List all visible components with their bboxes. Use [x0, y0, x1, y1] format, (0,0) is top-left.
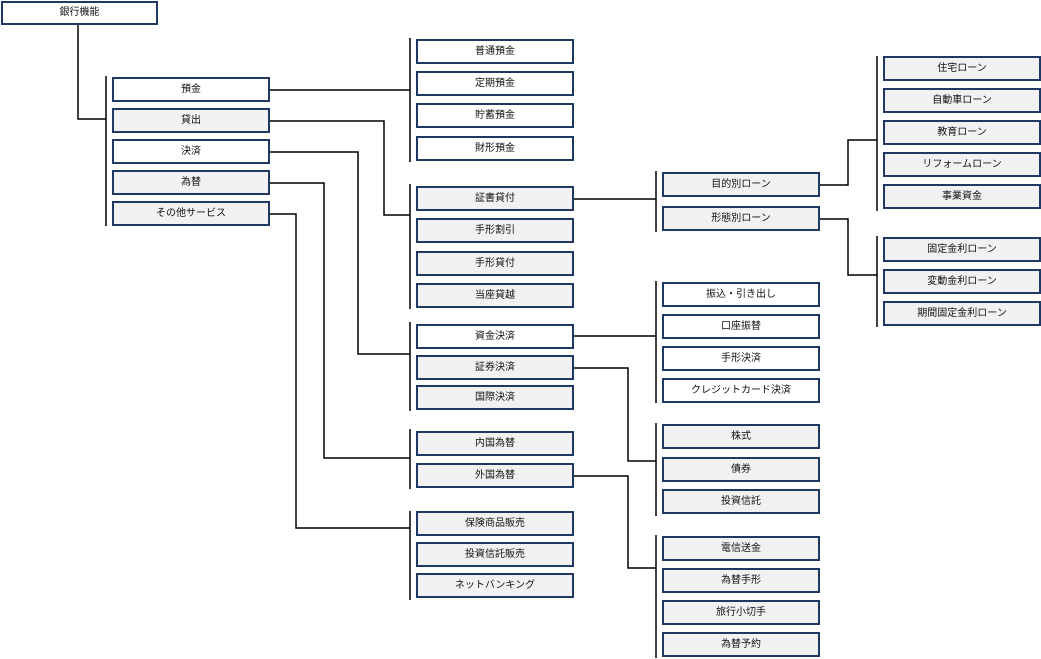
connector-form-loans	[820, 218, 877, 276]
node-exchange: 為替	[112, 170, 270, 195]
node-auto-loan: 自動車ローン	[883, 88, 1041, 113]
node-investment-trust-sales: 投資信託販売	[416, 542, 574, 567]
node-ordinary-deposit: 普通預金	[416, 39, 574, 64]
node-foreign-exchange: 外国為替	[416, 463, 574, 488]
node-domestic-exchange: 内国為替	[416, 431, 574, 456]
node-stocks: 株式	[662, 424, 820, 449]
node-transfer-withdrawal: 振込・引き出し	[662, 282, 820, 307]
node-deed-loan: 証書貸付	[416, 186, 574, 211]
node-bill-settlement: 手形決済	[662, 346, 820, 371]
node-deposit: 預金	[112, 77, 270, 102]
connector-foreign-exchange	[573, 475, 656, 569]
node-travelers-cheque: 旅行小切手	[662, 600, 820, 625]
node-root: 銀行機能	[1, 1, 158, 25]
node-telegraphic-transfer: 電信送金	[662, 536, 820, 561]
node-form-loan: 形態別ローン	[662, 206, 820, 231]
node-variable-rate-loan: 変動金利ローン	[883, 269, 1041, 294]
node-savings-deposit: 貯蓄預金	[416, 103, 574, 128]
node-bill-loan: 手形貸付	[416, 251, 574, 276]
connector-purpose-loans	[820, 139, 877, 186]
connector-exchange	[269, 182, 410, 459]
node-bill-of-exchange: 為替手形	[662, 568, 820, 593]
node-time-deposit: 定期預金	[416, 71, 574, 96]
node-credit-card-settlement: クレジットカード決済	[662, 378, 820, 403]
node-bill-discount: 手形割引	[416, 218, 574, 243]
node-international-settlement: 国際決済	[416, 385, 574, 410]
node-period-fixed-rate-loan: 期間固定金利ローン	[883, 301, 1041, 326]
node-lending: 貸出	[112, 108, 270, 133]
connector-settlement	[269, 151, 410, 355]
node-overdraft: 当座貸越	[416, 283, 574, 308]
node-securities-settlement: 証券決済	[416, 355, 574, 380]
node-housing-loan: 住宅ローン	[883, 56, 1041, 81]
node-asset-formation-deposit: 財形預金	[416, 136, 574, 161]
node-account-transfer: 口座振替	[662, 314, 820, 339]
node-bonds: 債券	[662, 457, 820, 482]
node-purpose-loan: 目的別ローン	[662, 172, 820, 197]
node-education-loan: 教育ローン	[883, 120, 1041, 145]
node-forward-exchange-contract: 為替予約	[662, 632, 820, 657]
node-fund-settlement: 資金決済	[416, 324, 574, 349]
node-insurance-sales: 保険商品販売	[416, 511, 574, 536]
node-business-funds: 事業資金	[883, 184, 1041, 209]
connector-lending	[269, 120, 410, 216]
connector-securities	[573, 367, 656, 462]
node-reform-loan: リフォームローン	[883, 152, 1041, 177]
node-settlement: 決済	[112, 139, 270, 164]
node-net-banking: ネットバンキング	[416, 573, 574, 598]
node-fixed-rate-loan: 固定金利ローン	[883, 237, 1041, 262]
connector-root	[77, 24, 106, 120]
connector-other	[269, 213, 410, 529]
node-other-services: その他サービス	[112, 201, 270, 226]
node-investment-trust: 投資信託	[662, 489, 820, 514]
